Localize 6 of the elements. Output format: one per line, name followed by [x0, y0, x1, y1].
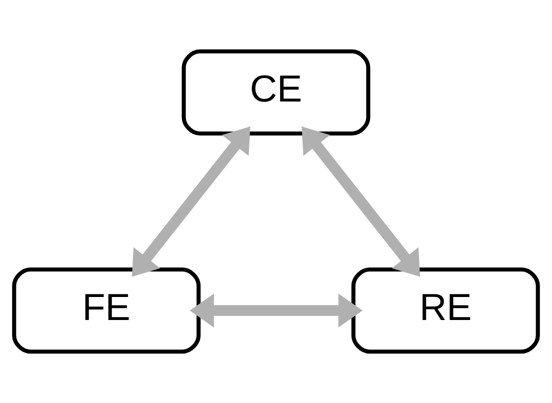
arrow	[190, 294, 363, 328]
arrow	[132, 126, 250, 277]
node-box: RE	[351, 267, 540, 354]
node-box: CE	[182, 49, 370, 136]
node-box: FE	[12, 267, 201, 354]
arrow	[302, 126, 420, 277]
